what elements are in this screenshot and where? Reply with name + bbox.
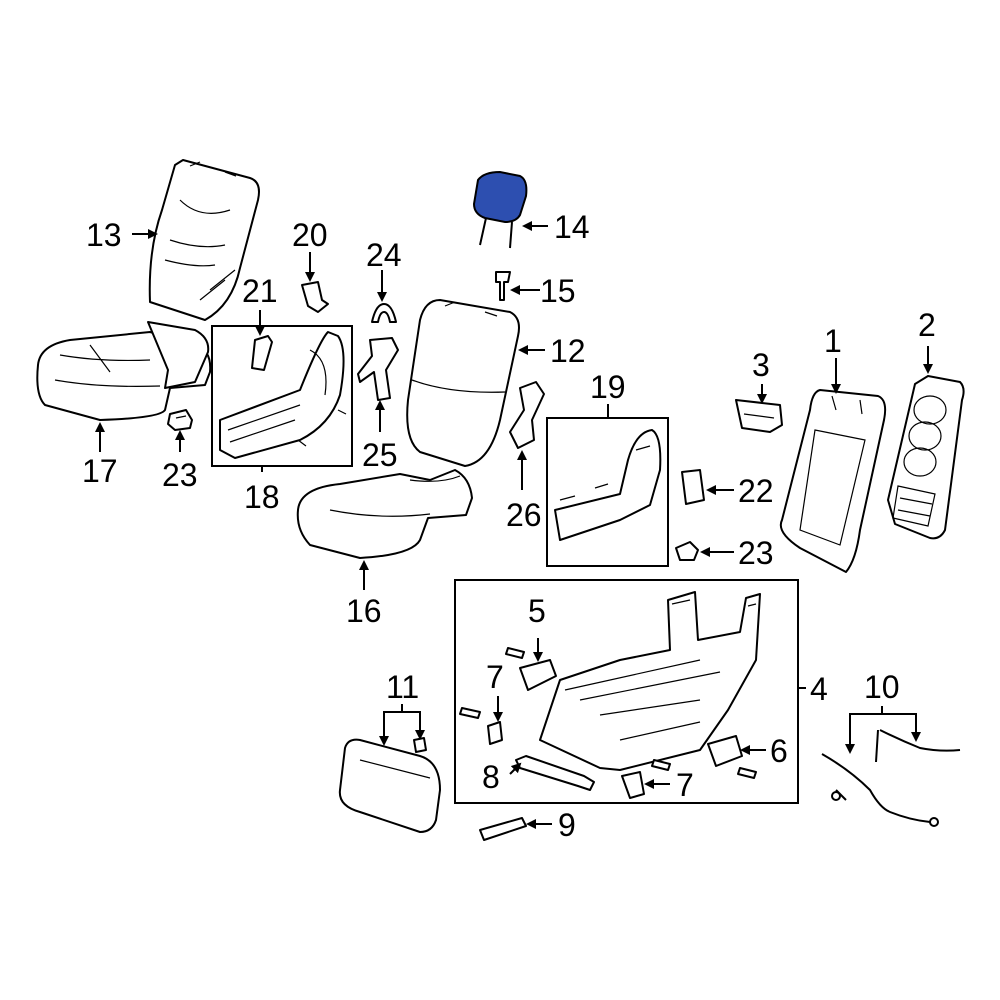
part-10-cables[interactable] xyxy=(821,729,961,827)
part-14-headrest[interactable] xyxy=(472,170,528,249)
callout-25: 25 xyxy=(362,437,398,473)
part-7-bracket-lower[interactable] xyxy=(621,771,645,799)
part-7-bracket-upper[interactable] xyxy=(487,721,503,745)
callout-14: 14 xyxy=(554,209,590,245)
callout-26: 26 xyxy=(506,497,542,533)
part-5-bracket[interactable] xyxy=(519,659,557,691)
bolt-6[interactable] xyxy=(737,767,757,779)
part-2-storage-panel[interactable] xyxy=(887,375,965,540)
callout-8: 8 xyxy=(482,759,500,795)
callout-13: 13 xyxy=(86,217,122,253)
callout-2: 2 xyxy=(918,307,936,343)
part-25-bracket[interactable] xyxy=(357,337,399,401)
callout-20: 20 xyxy=(292,217,328,253)
callout-4: 4 xyxy=(810,671,828,707)
callout-7-upper: 7 xyxy=(486,659,504,695)
bolt-7-lower[interactable] xyxy=(651,759,671,771)
callout-16: 16 xyxy=(346,593,382,629)
part-20-bracket[interactable] xyxy=(301,281,329,313)
part-4-seat-frame[interactable] xyxy=(539,591,761,771)
part-19-trim[interactable] xyxy=(554,429,662,541)
callout-15: 15 xyxy=(540,273,576,309)
callout-24: 24 xyxy=(366,237,402,273)
part-21-trim[interactable] xyxy=(251,335,273,371)
callout-19: 19 xyxy=(590,369,626,405)
part-6-bracket[interactable] xyxy=(707,735,743,767)
bolt-7-upper[interactable] xyxy=(459,707,481,719)
callout-23-right: 23 xyxy=(738,535,774,571)
part-15-guide[interactable] xyxy=(495,271,511,301)
leader-lines xyxy=(95,221,933,829)
callout-labels: 13 17 23 21 20 18 24 25 14 15 12 26 16 1… xyxy=(82,209,936,843)
callout-10: 10 xyxy=(864,669,900,705)
callout-22: 22 xyxy=(738,473,774,509)
part-12-seat-back[interactable] xyxy=(406,299,520,467)
part-1-side-panel[interactable] xyxy=(779,389,887,573)
callout-6: 6 xyxy=(770,733,788,769)
part-8-bar[interactable] xyxy=(515,755,595,791)
callout-9: 9 xyxy=(558,807,576,843)
part-23-clip-left[interactable] xyxy=(167,409,193,431)
callout-23-left: 23 xyxy=(162,457,198,493)
callout-18: 18 xyxy=(244,479,280,515)
part-11-cover[interactable] xyxy=(338,738,441,833)
part-18-side-cover[interactable] xyxy=(219,331,347,459)
part-11-clip[interactable] xyxy=(413,737,427,753)
part-24-clip[interactable] xyxy=(371,303,397,323)
bolt-5[interactable] xyxy=(505,647,525,659)
part-9-strip[interactable] xyxy=(479,817,527,841)
headrest-highlight xyxy=(472,170,528,224)
callout-3: 3 xyxy=(752,347,770,383)
callout-5: 5 xyxy=(528,593,546,629)
part-3-bracket[interactable] xyxy=(735,399,783,433)
part-16-seat-cushion[interactable] xyxy=(296,469,473,559)
part-4-frame-box xyxy=(454,579,799,804)
callout-7-lower: 7 xyxy=(676,767,694,803)
callout-1: 1 xyxy=(824,323,842,359)
callout-12: 12 xyxy=(550,333,586,369)
callout-17: 17 xyxy=(82,453,118,489)
callout-21: 21 xyxy=(242,273,278,309)
part-18-frame-box xyxy=(211,325,353,467)
part-23-clip-right[interactable] xyxy=(675,541,699,561)
part-17-seat-cushion[interactable] xyxy=(36,321,212,421)
part-26-hinge[interactable] xyxy=(509,381,545,449)
part-22-cap[interactable] xyxy=(681,469,705,505)
callout-11: 11 xyxy=(386,669,419,705)
